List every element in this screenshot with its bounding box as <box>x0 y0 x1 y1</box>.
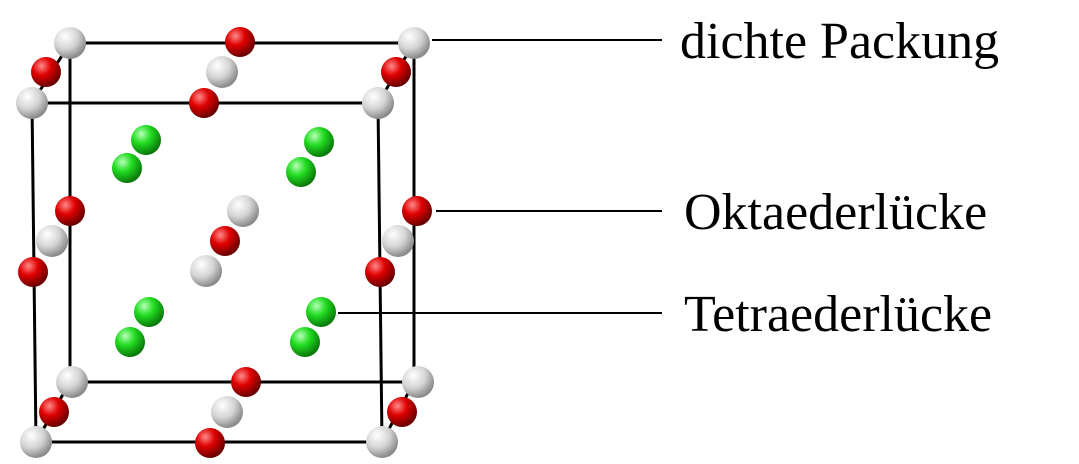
octahedral-atom <box>18 257 48 287</box>
tetrahedral-atoms <box>112 125 336 357</box>
octahedral-atom <box>387 397 417 427</box>
front-layer-atoms <box>16 87 417 458</box>
octahedral-atom <box>225 27 255 57</box>
back-layer-atoms <box>31 27 434 428</box>
tetrahedral-atom <box>286 157 316 187</box>
dense-packing-atom <box>382 225 414 257</box>
octahedral-atom <box>365 257 395 287</box>
tetrahedral-atom <box>115 327 145 357</box>
label-dense-packing: dichte Packung <box>680 13 999 70</box>
octahedral-atom <box>31 57 61 87</box>
octahedral-atom <box>55 196 85 226</box>
dense-packing-atom <box>362 87 394 119</box>
tetrahedral-atom <box>304 127 334 157</box>
octahedral-atom <box>195 428 225 458</box>
dense-packing-atom <box>54 27 86 59</box>
dense-packing-atom <box>206 56 238 88</box>
dense-packing-atom <box>227 195 259 227</box>
leader-lines <box>338 39 662 314</box>
dense-packing-atom <box>366 426 398 458</box>
dense-packing-atom <box>16 87 48 119</box>
tetrahedral-atom <box>306 297 336 327</box>
tetrahedral-atom <box>131 125 161 155</box>
octahedral-atom <box>231 367 261 397</box>
octahedral-atom <box>402 196 432 226</box>
dense-packing-atom <box>20 426 52 458</box>
tetrahedral-atom <box>112 153 142 183</box>
tetrahedral-atom <box>134 297 164 327</box>
octahedral-atom <box>189 88 219 118</box>
octahedral-atom <box>39 397 69 427</box>
dense-packing-atom <box>402 366 434 398</box>
dense-packing-atom <box>211 396 243 428</box>
octahedral-atom <box>381 57 411 87</box>
label-tetrahedral-hole: Tetraederlücke <box>684 286 992 343</box>
dense-packing-atom <box>36 225 68 257</box>
label-octahedral-hole: Oktaederlücke <box>684 184 987 241</box>
dense-packing-atom <box>190 255 222 287</box>
dense-packing-atom <box>56 366 88 398</box>
octahedral-atom <box>210 226 240 256</box>
tetrahedral-atom <box>290 327 320 357</box>
dense-packing-atom <box>398 27 430 59</box>
